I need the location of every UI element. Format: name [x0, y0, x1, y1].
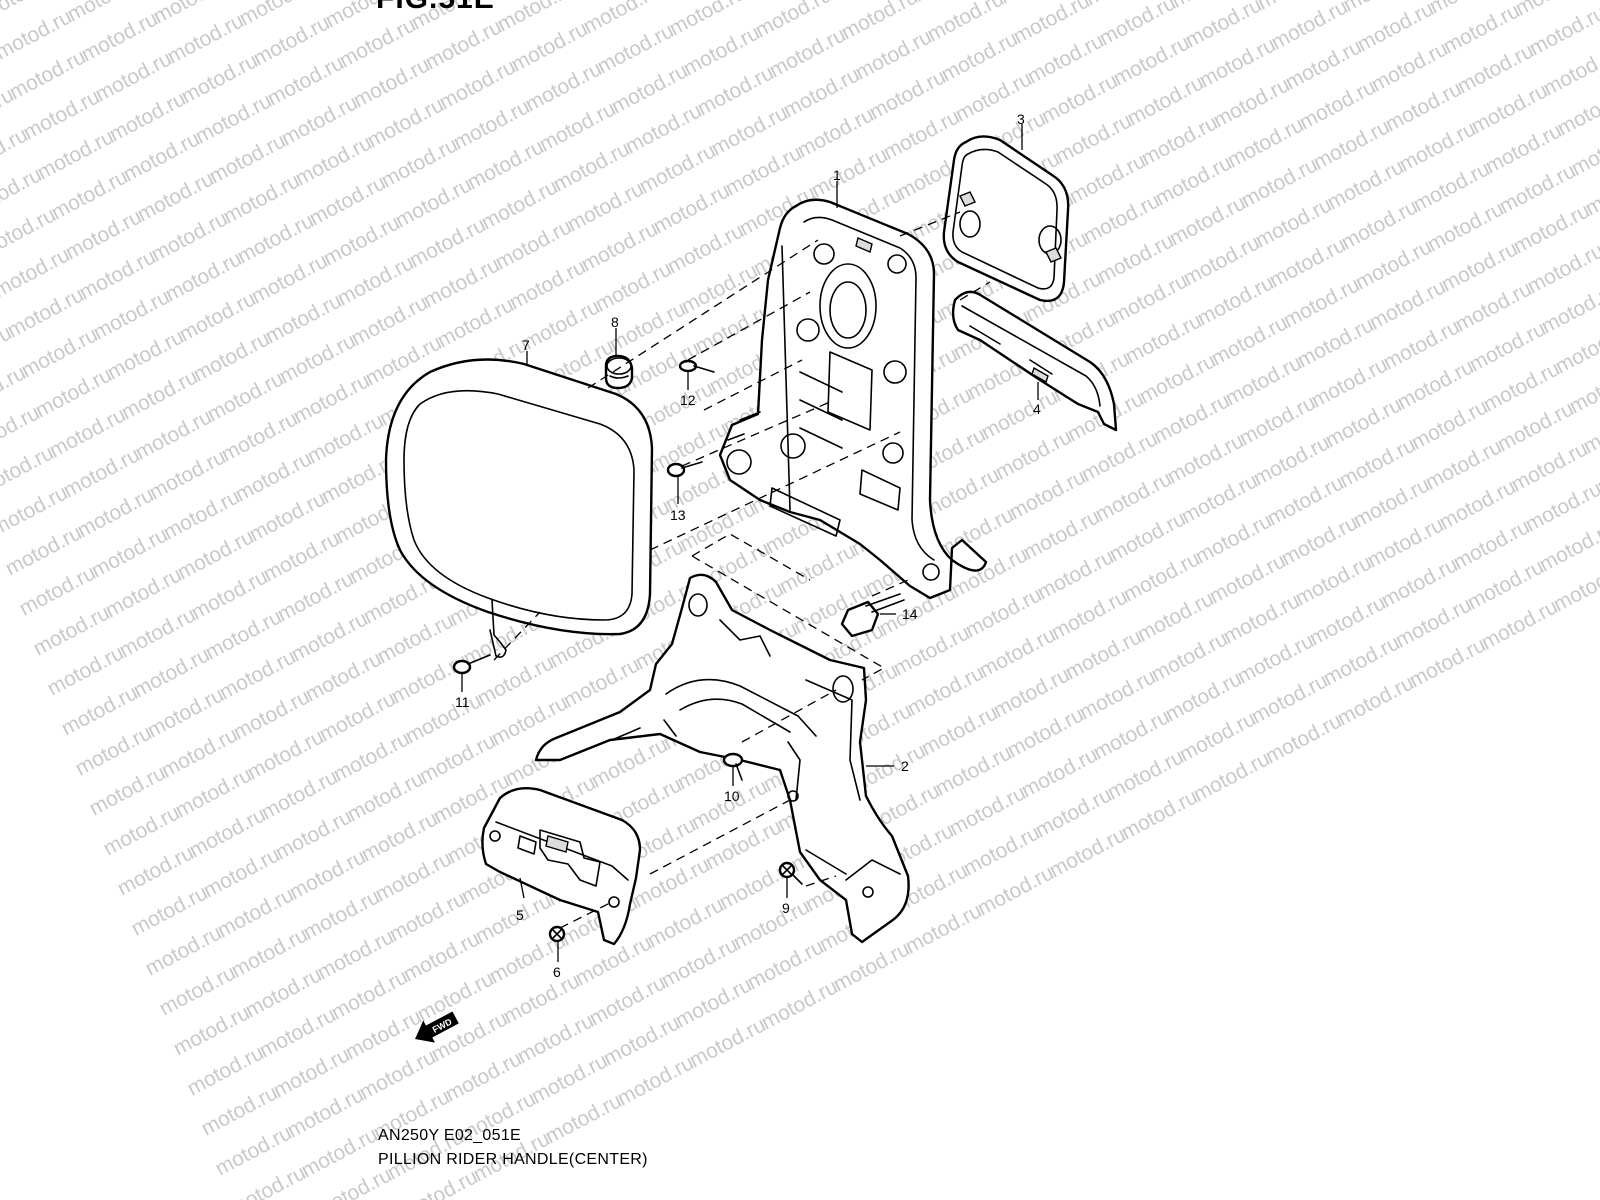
part-12-screw — [678, 359, 715, 373]
callout-10: 10 — [724, 788, 740, 804]
callout-1: 1 — [833, 167, 841, 183]
fwd-arrow-icon: FWD — [415, 1011, 459, 1043]
leader-lines — [461, 124, 1039, 962]
assembly-name: PILLION RIDER HANDLE(CENTER) — [378, 1151, 648, 1168]
callout-8: 8 — [611, 314, 619, 330]
callout-5: 5 — [516, 907, 524, 923]
part-1-backrest-bracket — [718, 198, 988, 600]
model-code: AN250Y E02_051E — [378, 1127, 521, 1144]
part-3-cover-panel — [942, 135, 1070, 303]
callout-13: 13 — [670, 507, 686, 523]
figure-title: FIG.51E — [376, 0, 495, 14]
callout-2: 2 — [901, 758, 909, 774]
callout-11: 11 — [455, 694, 470, 710]
callout-3: 3 — [1017, 111, 1025, 127]
assembly-lines — [493, 211, 991, 929]
part-7-backrest-cushion — [384, 358, 654, 658]
part-14-bolt — [840, 593, 905, 638]
callout-labels: 1 2 3 4 5 6 7 8 9 10 11 12 13 14 — [455, 111, 1041, 980]
part-6-screw — [548, 925, 566, 943]
part-5-front-cover — [481, 787, 642, 946]
callout-7: 7 — [522, 337, 530, 353]
part-2-lower-cover — [534, 573, 910, 944]
callout-6: 6 — [553, 964, 561, 980]
callout-4: 4 — [1033, 401, 1041, 417]
callout-12: 12 — [680, 392, 696, 408]
callout-14: 14 — [902, 606, 918, 622]
part-13-screw — [666, 461, 703, 478]
callout-9: 9 — [782, 900, 790, 916]
part-11-screw — [452, 654, 491, 675]
part-8-grommet — [604, 354, 634, 390]
part-9-screw — [778, 861, 803, 885]
